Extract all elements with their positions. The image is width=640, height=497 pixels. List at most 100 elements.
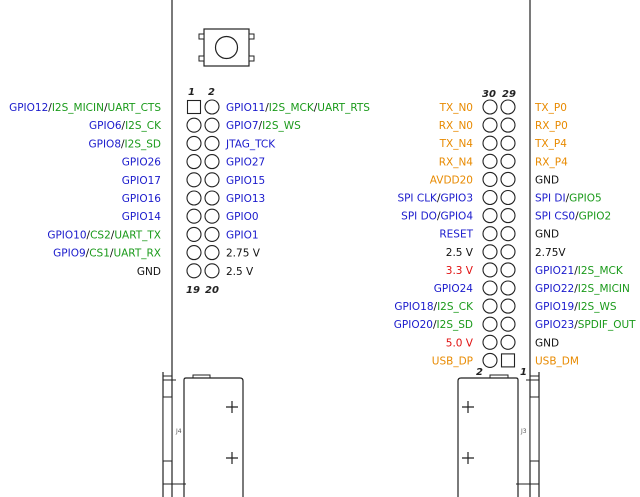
pin-label-part: AVDD20 bbox=[430, 174, 473, 186]
header-left-pins bbox=[186, 99, 220, 279]
pin-label: JTAG_TCK bbox=[225, 138, 276, 150]
pin-label-part: RX_N0 bbox=[439, 120, 473, 132]
pin-label-part: / bbox=[121, 138, 125, 150]
pin-label-part: GND bbox=[535, 337, 559, 349]
pin-square-pad bbox=[500, 353, 516, 368]
pin-label: 2.75 V bbox=[226, 248, 261, 260]
pin-pad bbox=[186, 190, 202, 206]
pin-label: SPI CLK/GPIO3 bbox=[397, 193, 473, 205]
pin-label-part: / bbox=[314, 102, 318, 114]
pin-label: 5.0 V bbox=[446, 337, 474, 349]
pin-label: GPIO27 bbox=[226, 157, 265, 169]
connector-right-mark: J3 bbox=[520, 428, 527, 435]
pin-label: TX_N0 bbox=[439, 102, 473, 114]
pin-label: GND bbox=[535, 229, 559, 241]
pin-label-part: / bbox=[104, 102, 108, 114]
pin-label-part: I2S_SD bbox=[437, 319, 473, 331]
pin-pad bbox=[482, 262, 498, 278]
pin-label-part: TX_N4 bbox=[439, 138, 474, 150]
pin-pad bbox=[482, 280, 498, 296]
pin-label-part: / bbox=[566, 193, 570, 205]
pin-label: GPIO0 bbox=[226, 211, 259, 223]
pin-pad bbox=[500, 298, 516, 314]
pin-pad bbox=[500, 135, 516, 151]
pin-label-part: / bbox=[575, 211, 579, 223]
pin-square-pad bbox=[186, 99, 202, 115]
pin-label-part: GPIO13 bbox=[226, 193, 265, 205]
pin-label: RX_N0 bbox=[439, 120, 473, 132]
pin-label-part: GPIO21 bbox=[535, 265, 574, 277]
plus-icon bbox=[226, 401, 238, 464]
pin-pad bbox=[500, 171, 516, 187]
pin-label-part: 2.5 V bbox=[446, 247, 474, 259]
pin-label-part: / bbox=[434, 301, 438, 313]
pin-label: GPIO10/CS2/UART_TX bbox=[47, 229, 161, 241]
pin-number-19: 19 bbox=[186, 285, 200, 296]
pin-pad bbox=[500, 334, 516, 350]
pin-label-part: UART_RX bbox=[113, 248, 161, 260]
pin-pad bbox=[482, 99, 498, 115]
pin-label-part: / bbox=[574, 265, 578, 277]
pin-label-part: I2S_MICIN bbox=[578, 283, 630, 295]
pin-pad bbox=[482, 117, 498, 133]
pin-label-part: CS1 bbox=[89, 248, 110, 260]
pin-label: GPIO14 bbox=[122, 211, 162, 223]
pin-number-2-right: 2 bbox=[476, 367, 483, 378]
pin-label-part: GPIO19 bbox=[535, 301, 574, 313]
pin-label: TX_N4 bbox=[439, 138, 474, 150]
pin-label-part: GPIO3 bbox=[440, 193, 473, 205]
pin-label-part: I2S_WS bbox=[262, 120, 301, 132]
connector-right: J3 bbox=[457, 372, 540, 497]
pin-label: AVDD20 bbox=[430, 174, 473, 186]
pin-label: GPIO21/I2S_MCK bbox=[535, 265, 624, 277]
pin-pad bbox=[186, 208, 202, 224]
pin-pad bbox=[500, 189, 516, 206]
pin-label: 2.75V bbox=[535, 247, 566, 259]
pin-pad bbox=[482, 135, 498, 151]
pin-label-part: GPIO0 bbox=[226, 211, 259, 223]
pin-number-30: 30 bbox=[482, 89, 496, 100]
pin-label-part: GPIO11 bbox=[226, 102, 265, 114]
pin-pad bbox=[482, 244, 498, 260]
pin-label-part: GPIO20 bbox=[394, 319, 433, 331]
pin-label-part: GPIO15 bbox=[226, 175, 265, 187]
pin-label: GPIO18/I2S_CK bbox=[394, 301, 474, 313]
plus-icon bbox=[462, 401, 474, 464]
pin-label-part: 2.75 V bbox=[226, 248, 261, 260]
pin-pad bbox=[500, 262, 516, 278]
pin-label: GPIO9/CS1/UART_RX bbox=[53, 248, 161, 260]
pin-pad bbox=[204, 263, 220, 279]
pin-label: SPI DO/GPIO4 bbox=[401, 211, 473, 223]
pin-label-part: GPIO26 bbox=[122, 157, 162, 169]
pin-pad bbox=[482, 352, 498, 368]
pin-label-part: UART_CTS bbox=[108, 102, 162, 114]
pin-label: GND bbox=[535, 174, 559, 186]
pin-label: RESET bbox=[439, 229, 473, 241]
pin-label-part: UART_RTS bbox=[317, 102, 370, 114]
pin-label-part: / bbox=[259, 120, 263, 132]
pin-number-1: 1 bbox=[188, 87, 195, 98]
pin-label-part: GPIO1 bbox=[226, 229, 259, 241]
pin-label-part: GPIO24 bbox=[434, 283, 474, 295]
pin-label: GND bbox=[535, 337, 559, 349]
pin-pad bbox=[500, 244, 516, 260]
pin-label-part: / bbox=[437, 211, 441, 223]
pin-pad bbox=[482, 298, 498, 314]
reset-pushbutton bbox=[198, 28, 255, 67]
pin-label: RX_P0 bbox=[535, 120, 568, 132]
pin-label-part: / bbox=[48, 102, 52, 114]
pin-pad bbox=[186, 154, 202, 170]
pin-label: GPIO12/I2S_MICIN/UART_CTS bbox=[9, 102, 161, 114]
pin-label-part: / bbox=[574, 301, 578, 313]
pin-pad bbox=[204, 172, 220, 188]
pin-pad bbox=[204, 245, 220, 261]
pin-label-part: RESET bbox=[439, 229, 473, 241]
pin-label-part: CS2 bbox=[90, 229, 111, 241]
pin-label-part: RX_P4 bbox=[535, 156, 568, 168]
pin-label-part: GPIO14 bbox=[122, 211, 162, 223]
pin-label: GPIO1 bbox=[226, 229, 259, 241]
pin-label-part: GND bbox=[137, 266, 161, 278]
pin-label-part: / bbox=[87, 229, 91, 241]
pin-pad bbox=[186, 172, 202, 188]
pin-label-part: GPIO16 bbox=[122, 193, 162, 205]
